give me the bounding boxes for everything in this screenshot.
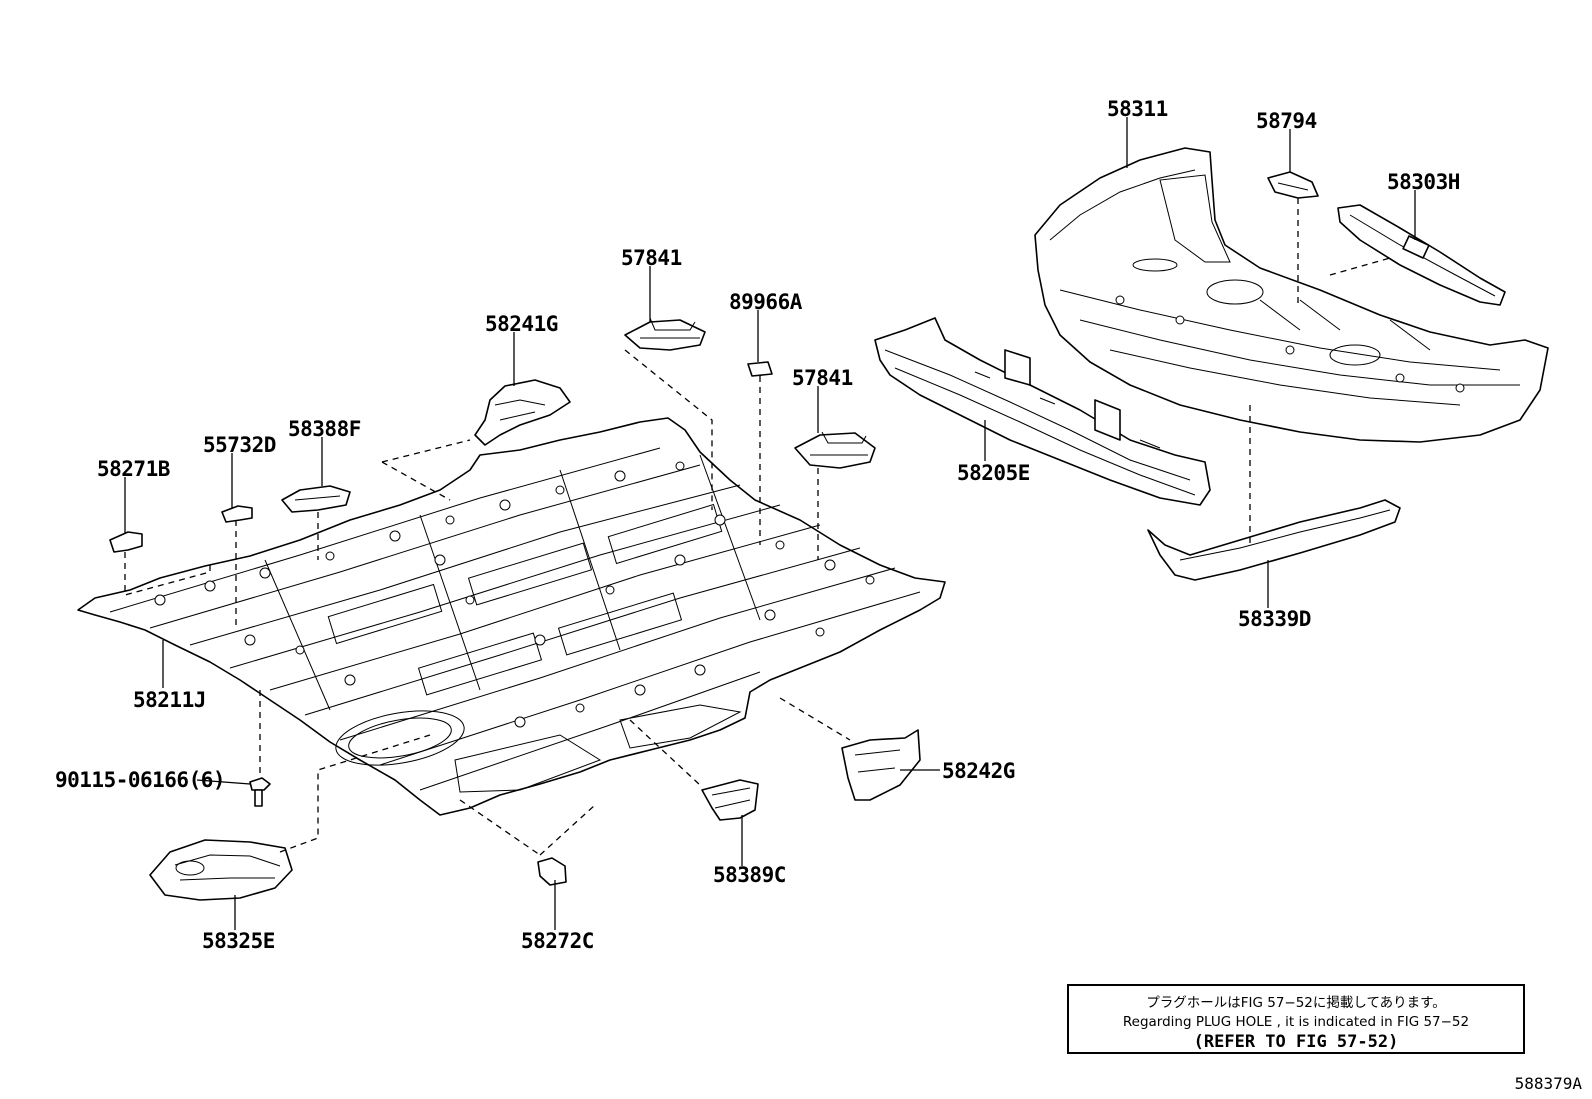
label-90115: 90115-06166(6) — [55, 768, 225, 792]
bracket-58242g — [841, 729, 921, 801]
rear-floor-pan-58311 — [1034, 147, 1549, 443]
label-58311: 58311 — [1107, 97, 1168, 121]
leader-lines — [124, 117, 1416, 930]
rail-58339d — [1147, 499, 1401, 581]
bracket-58241g — [474, 379, 571, 446]
note-english: Regarding PLUG HOLE , it is indicated in… — [1122, 1014, 1470, 1030]
bracket-58303h — [1337, 204, 1506, 306]
crossmember-58205e — [874, 317, 1211, 506]
label-58339d: 58339D — [1238, 607, 1311, 631]
bolt-90115 — [249, 777, 271, 807]
label-58211j: 58211J — [133, 688, 206, 712]
alignment-lines — [124, 198, 1391, 856]
clip-89966a — [747, 361, 773, 377]
bracket-58794 — [1267, 171, 1319, 199]
label-58325e: 58325E — [202, 929, 275, 953]
pad-57841-upper — [624, 317, 706, 351]
bracket-58271b — [109, 531, 143, 553]
label-58205e: 58205E — [957, 461, 1030, 485]
illustration-code: 588379A — [1514, 1074, 1582, 1093]
label-57841-upper: 57841 — [621, 246, 682, 270]
pad-57841-lower — [794, 431, 876, 469]
floor-pan-58211j — [77, 417, 946, 816]
note-japanese: プラグホールはFIG 57−52に掲載してあります。 — [1146, 995, 1446, 1011]
label-58389c: 58389C — [713, 863, 786, 887]
label-57841-lower: 57841 — [792, 366, 853, 390]
label-58388f: 58388F — [288, 417, 361, 441]
label-55732d: 55732D — [203, 433, 276, 457]
label-58242g: 58242G — [942, 759, 1015, 783]
bracket-58388f — [281, 485, 351, 513]
label-89966a: 89966A — [729, 290, 803, 314]
label-58794: 58794 — [1256, 109, 1317, 133]
bracket-58272c — [537, 857, 567, 886]
note-refer: (REFER TO FIG 57-52) — [1193, 1032, 1399, 1052]
clip-55732d — [221, 505, 253, 523]
reference-note: プラグホールはFIG 57−52に掲載してあります。 Regarding PLU… — [1067, 984, 1525, 1054]
label-58241g: 58241G — [485, 312, 558, 336]
label-58271b: 58271B — [97, 457, 170, 481]
cover-58325e — [149, 839, 293, 901]
label-58272c: 58272C — [521, 929, 594, 953]
bracket-58389c — [701, 779, 759, 821]
label-58303h: 58303H — [1387, 170, 1460, 194]
